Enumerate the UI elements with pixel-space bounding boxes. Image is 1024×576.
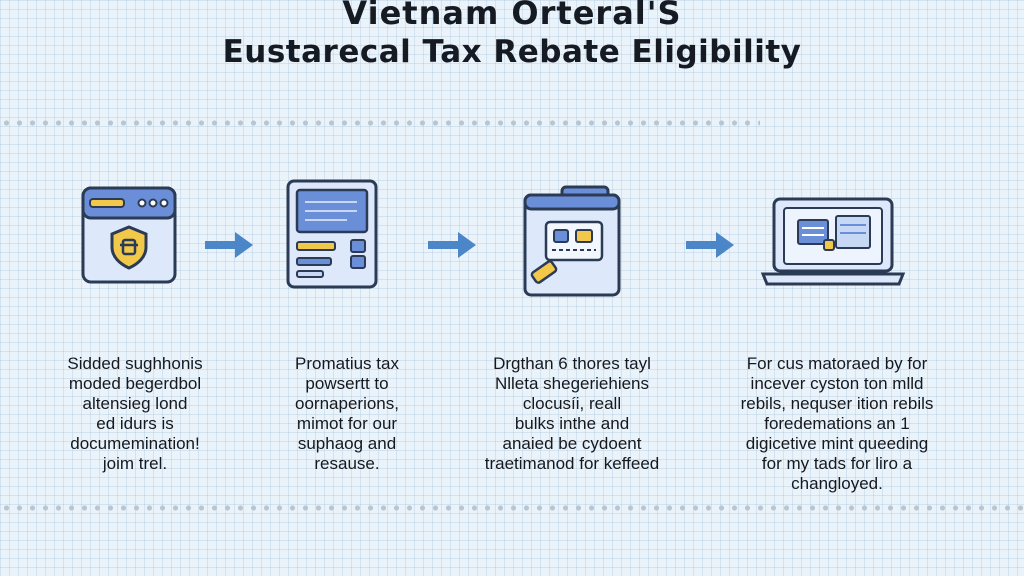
- step-text-line: traetimanod for keffeed: [484, 454, 660, 473]
- laptop-icon: [760, 197, 906, 286]
- arrow-right-icon: [428, 232, 476, 258]
- window-scan-icon: [523, 185, 621, 297]
- form-document-icon: [286, 179, 378, 289]
- step-text-line: incever cyston ton mlld: [750, 374, 924, 393]
- arrow-right-icon: [686, 232, 734, 258]
- browser-shield-icon: [81, 186, 177, 284]
- step-text-line: bulks inthe and: [514, 414, 630, 433]
- step-text-line: moded begerdbol: [68, 374, 202, 393]
- dotted-divider-top: [0, 120, 760, 126]
- step-text-line: mimot for our: [296, 414, 398, 433]
- title-line-2: Eustarecal Tax Rebate Eligibility: [222, 34, 802, 70]
- arrow-right-icon: [205, 232, 253, 258]
- step-text-line: digicetive mint queeding: [745, 434, 929, 453]
- step-text-line: For cus matoraed by for: [746, 354, 928, 373]
- step-text-line: oornaperions,: [295, 394, 399, 413]
- step-text-line: altensieg lond: [82, 394, 188, 413]
- step-text-line: Sidded sughhonis: [67, 354, 203, 373]
- step-text-line: Drgthan 6 thores tayl: [493, 354, 651, 373]
- step-text-line: clocusíi, reall: [522, 394, 622, 413]
- title-line-1: Vietnam Orteral'S: [342, 0, 682, 32]
- step-2-text: Promatius tax powsertt to oornaperions, …: [262, 354, 432, 474]
- step-text-line: suphaog and: [297, 434, 397, 453]
- step-text-line: Promatius tax: [295, 354, 399, 373]
- step-1-text: Sidded sughhonis moded begerdbol altensi…: [30, 354, 240, 474]
- step-text-line: documemination!: [70, 434, 200, 453]
- dotted-divider-bottom: [0, 505, 1024, 511]
- step-text-line: anaied be cydoent: [502, 434, 642, 453]
- step-4-text: For cus matoraed by for incever cyston t…: [712, 354, 962, 494]
- step-text-line: rebils, nequser ition rebils: [740, 394, 934, 413]
- step-text-line: changloyed.: [791, 474, 883, 493]
- step-text-line: powsertt to: [305, 374, 389, 393]
- step-text-line: ed idurs is: [96, 414, 174, 433]
- step-3-text: Drgthan 6 thores tayl Nlleta shegeriehie…: [452, 354, 692, 474]
- step-text-line: Nlleta shegeriehiens: [494, 374, 650, 393]
- step-text-line: foredemations an 1: [764, 414, 910, 433]
- step-text-line: for my tads for liro a: [761, 454, 913, 473]
- step-text-line: joim trel.: [102, 454, 168, 473]
- step-text-line: resause.: [314, 454, 380, 473]
